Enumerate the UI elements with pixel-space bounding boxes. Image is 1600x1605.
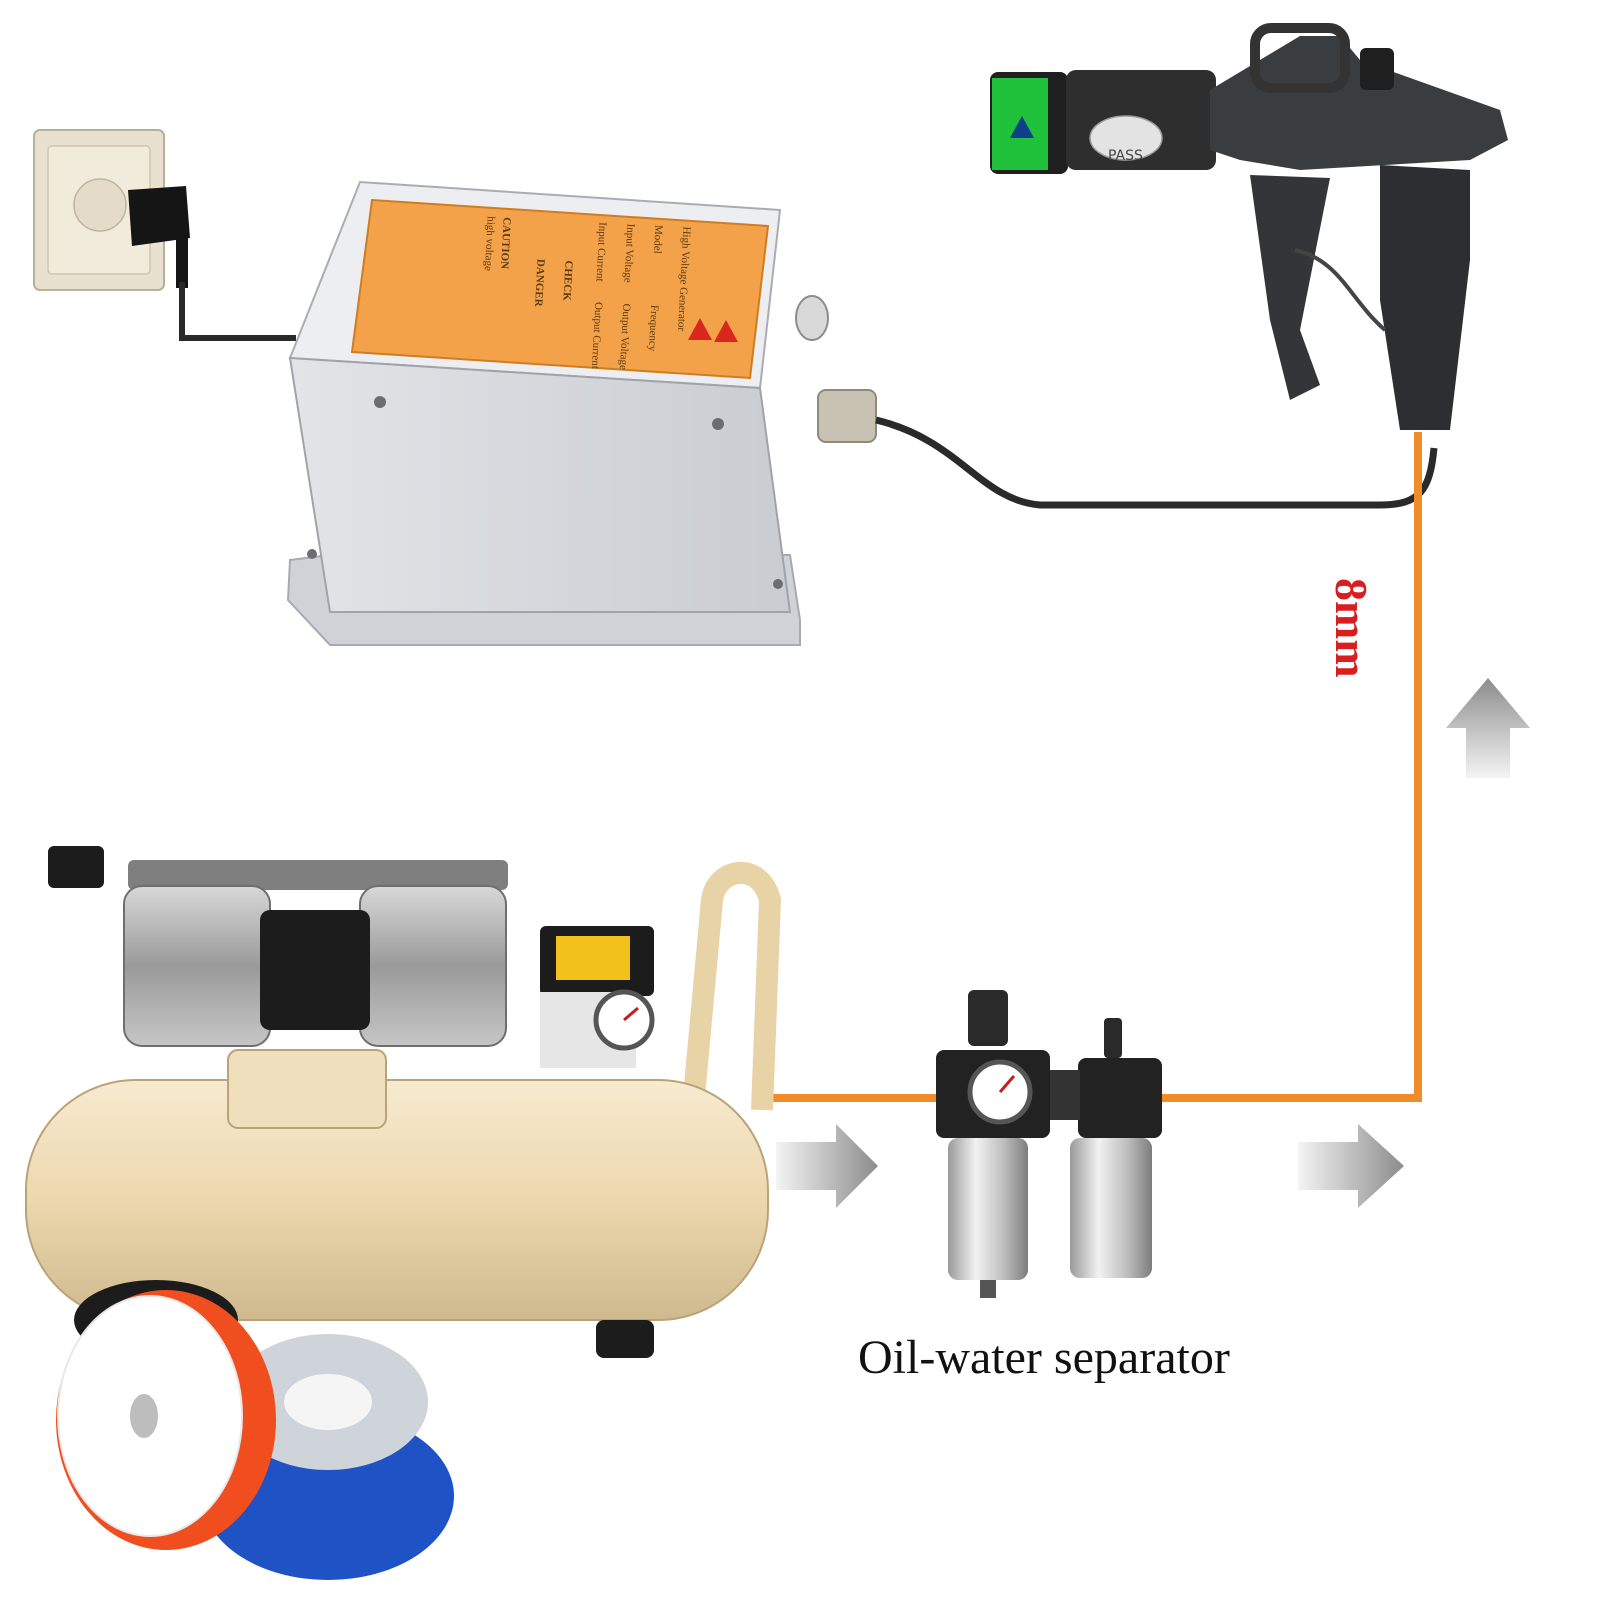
gun-sticker-text: PASS — [1108, 148, 1143, 164]
generator-label-panel: High Voltage Generator Model Frequency I… — [350, 198, 770, 380]
air-hose — [760, 432, 1422, 1102]
panel-field-frequency: Frequency — [646, 305, 660, 352]
panel-field-input-voltage: Input Voltage — [621, 223, 636, 283]
ionizing-air-gun: PASS — [990, 23, 1508, 430]
separator-caption: Oil-water separator — [858, 1331, 1230, 1384]
panel-field-output-voltage: Output Voltage — [617, 303, 632, 370]
gun-pass-sticker — [1089, 115, 1163, 161]
warning-triangle-icon — [688, 318, 712, 340]
panel-title: High Voltage Generator — [675, 226, 692, 331]
flow-arrow-right-icon — [776, 1124, 878, 1208]
tubing-rolls — [56, 1290, 454, 1580]
panel-field-output-current: Output Current — [589, 302, 604, 369]
panel-field-input-current: Input Current — [594, 222, 609, 282]
panel-caution-title: CAUTION — [498, 217, 513, 270]
warning-triangle-icon — [714, 320, 738, 342]
high-voltage-cable — [875, 416, 1438, 509]
air-compressor — [25, 846, 782, 1360]
flow-arrow-up-icon — [1446, 678, 1530, 778]
panel-field-model: Model — [651, 225, 664, 254]
panel-check-label: CHECK — [560, 260, 574, 301]
power-plug — [128, 186, 190, 288]
flow-arrow-right-icon — [1298, 1124, 1404, 1208]
oil-water-separator — [936, 990, 1162, 1298]
power-cord — [179, 282, 296, 341]
panel-caution-sub: high voltage — [482, 216, 497, 271]
panel-danger-label: DANGER — [532, 259, 547, 308]
tube-size-label: 8mm — [1326, 578, 1377, 678]
